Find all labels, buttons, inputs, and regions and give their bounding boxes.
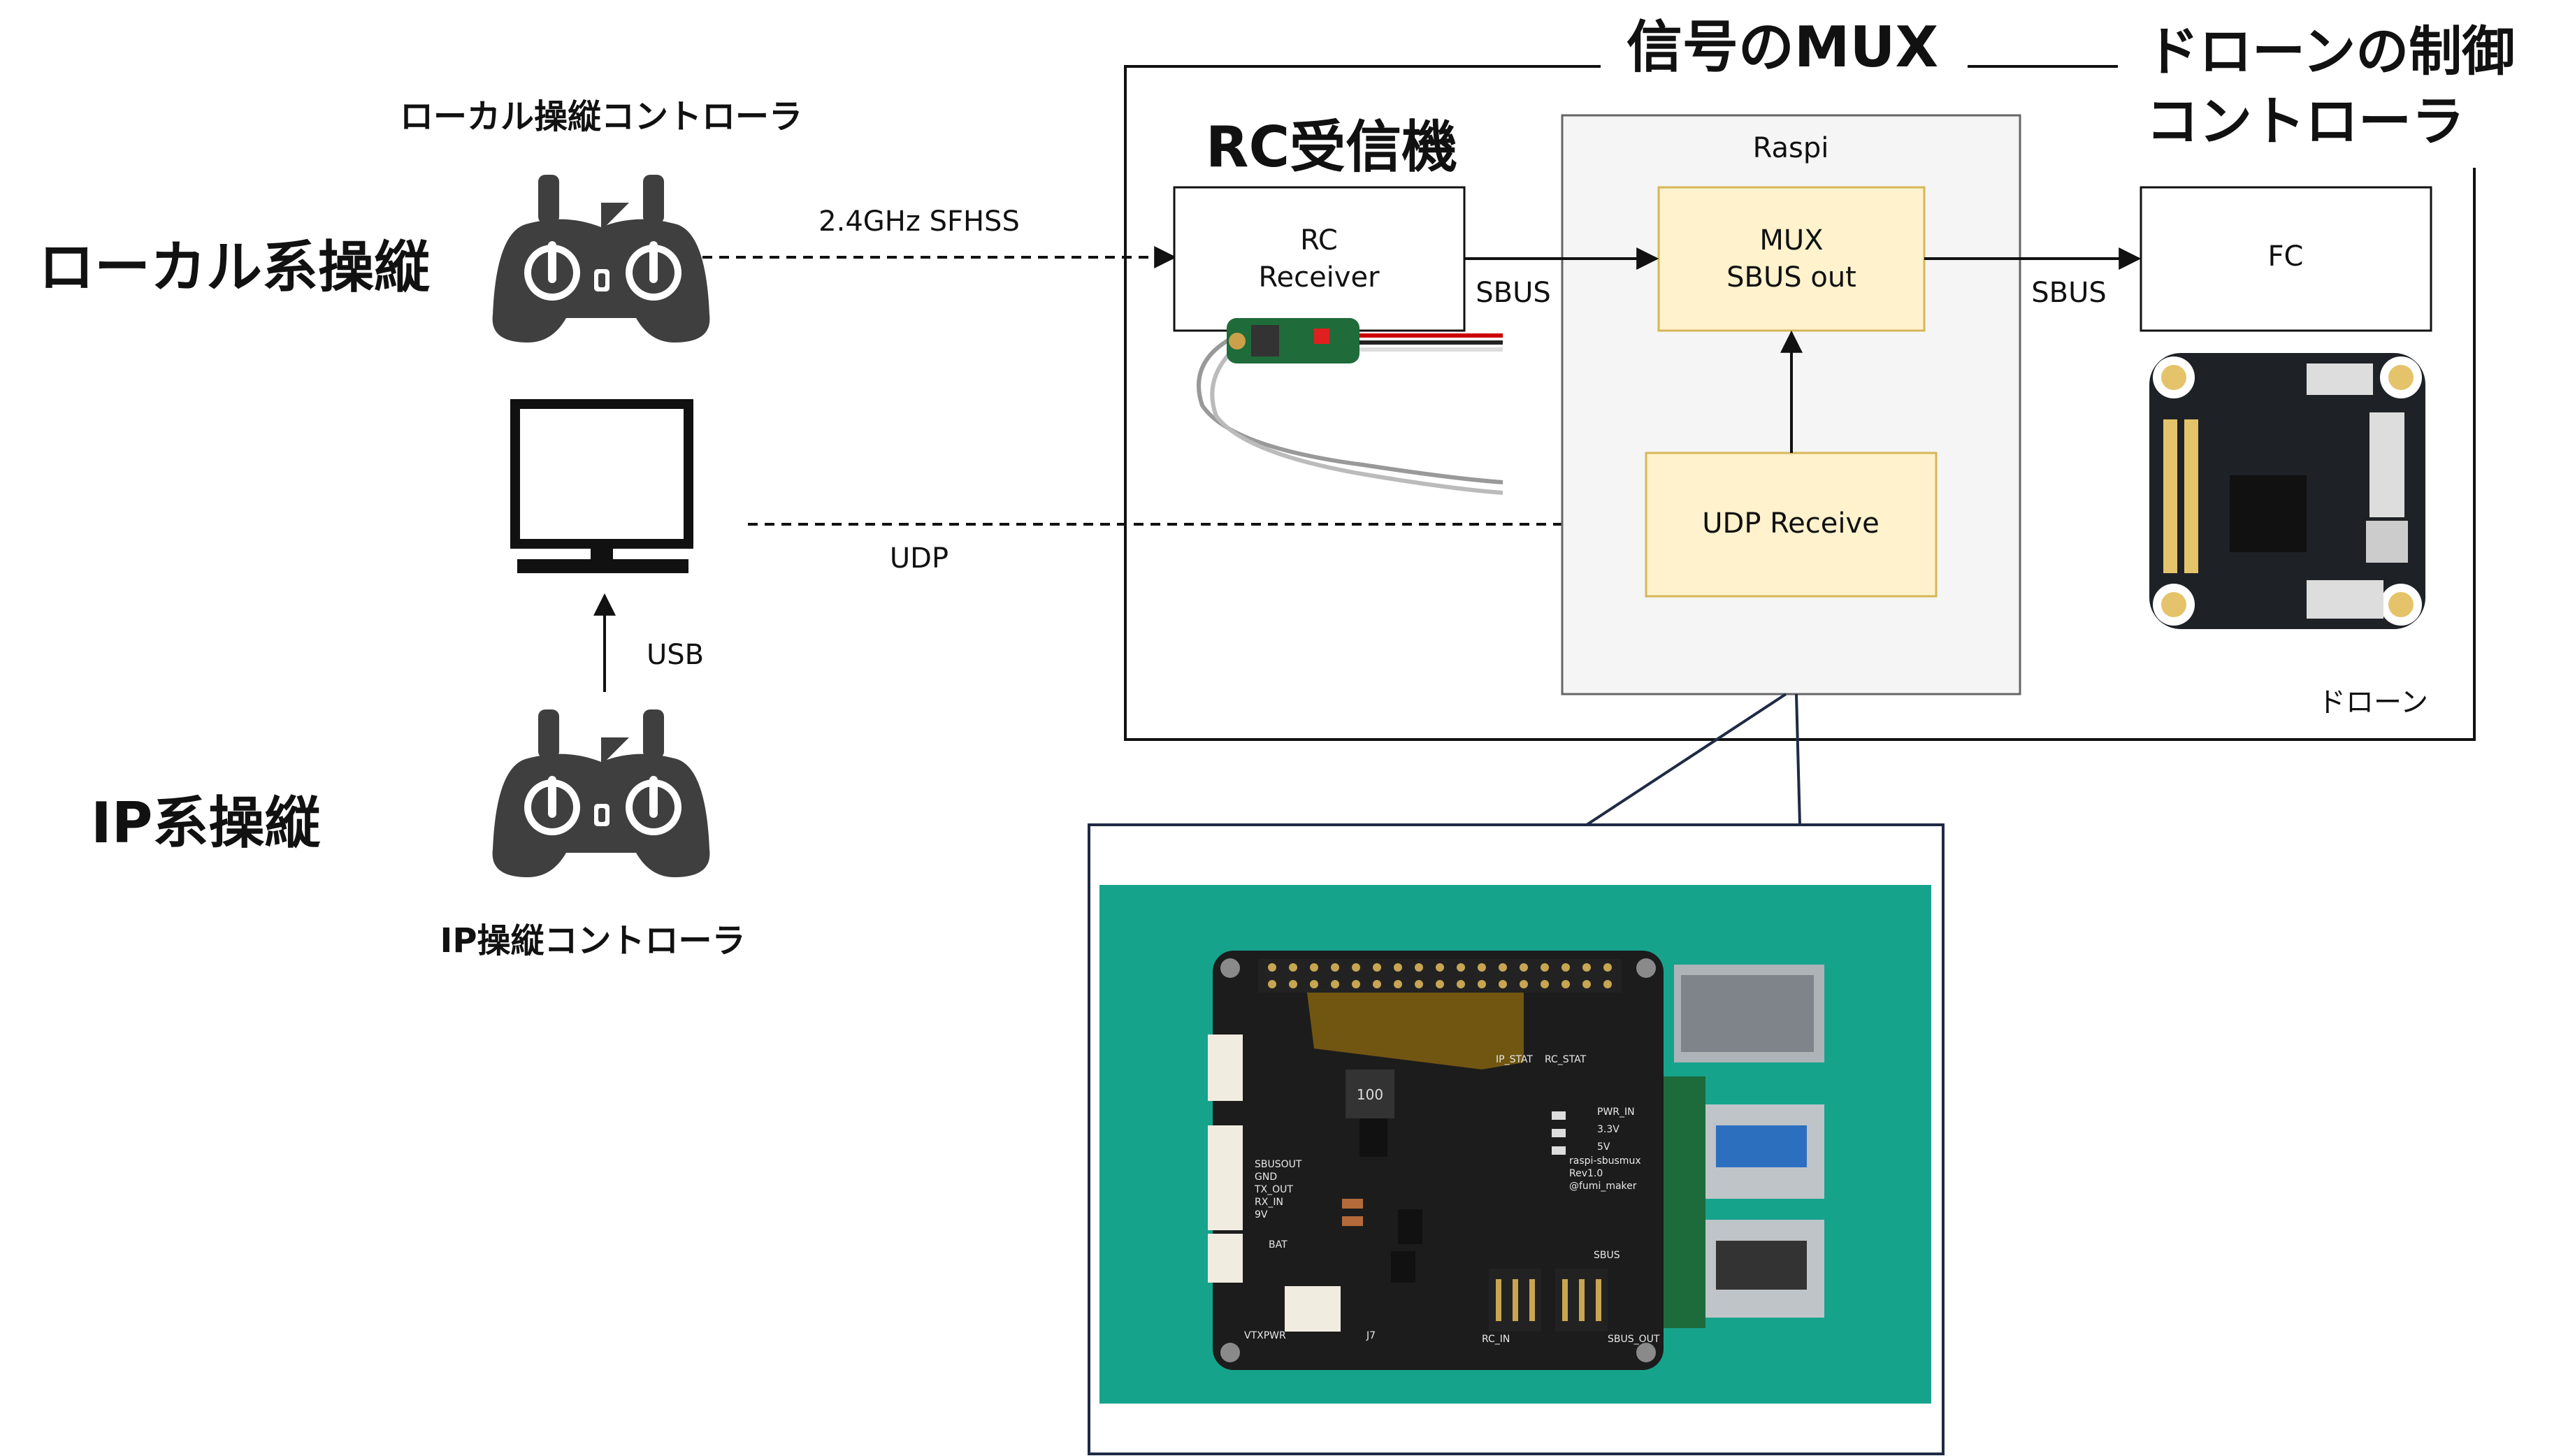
rc-receiver-label-line2: Receiver (1258, 261, 1380, 294)
mux-label-line1: MUX (1759, 224, 1823, 257)
gamepad-icon (492, 709, 710, 877)
silk-rx-in: RX_IN (1255, 1197, 1283, 1208)
sbus-label-2: SBUS (2031, 277, 2107, 309)
silk-rc-in: RC_IN (1482, 1334, 1510, 1345)
rc-receiver-box (1173, 186, 1466, 332)
silk-sbusout: SBUSOUT (1255, 1159, 1302, 1170)
callout-lines (1585, 693, 1801, 826)
udp-link-label: UDP (890, 542, 948, 575)
flight-controller-photo (2149, 353, 2425, 629)
silk-j7: J7 (1366, 1330, 1376, 1341)
rc-receiver-photo (1197, 318, 1503, 495)
mux-label-line2: SBUS out (1726, 261, 1856, 294)
fc-heading-line1: ドローンの制御 (2146, 20, 2515, 82)
monitor-icon (510, 399, 693, 573)
fc-heading-line2: コントローラ (2146, 90, 2465, 152)
silk-sbus: SBUS (1594, 1250, 1620, 1261)
raspi-sbusmux-photo: 100 IP_STAT RC_STAT PWR_IN 3.3V 5V raspi… (1099, 885, 1931, 1404)
silk-5v: 5V (1597, 1141, 1610, 1153)
sbus-label-1: SBUS (1476, 277, 1551, 309)
udp-receive-box (1645, 452, 1938, 598)
silk-9v: 9V (1255, 1209, 1268, 1220)
raspi-label: Raspi (1753, 132, 1829, 164)
radio-link-label: 2.4GHz SFHSS (818, 206, 1020, 238)
local-system-label: ローカル系操縦 (38, 235, 430, 300)
mux-heading: 信号のMUX (1626, 15, 1938, 80)
ip-controller-title: IP操縦コントローラ (440, 921, 745, 960)
silk-board-author: @fumi_maker (1569, 1181, 1637, 1192)
udp-receive-label: UDP Receive (1702, 507, 1880, 540)
local-controller-title: ローカル操縦コントローラ (400, 97, 802, 136)
silk-board-rev: Rev1.0 (1569, 1168, 1603, 1179)
ip-system-label: IP系操縦 (91, 791, 320, 856)
silk-ip-stat: IP_STAT (1496, 1054, 1533, 1065)
silk-tx-out: TX_OUT (1254, 1184, 1293, 1195)
silk-rc-stat: RC_STAT (1545, 1054, 1587, 1065)
silk-3v3: 3.3V (1597, 1124, 1620, 1135)
silk-bat: BAT (1269, 1239, 1287, 1250)
silk-board-name: raspi-sbusmux (1569, 1155, 1641, 1167)
inductor-marking: 100 (1357, 1086, 1383, 1103)
usb-label: USB (647, 639, 704, 671)
silk-pwr-in: PWR_IN (1597, 1107, 1635, 1118)
fc-label: FC (2268, 240, 2304, 273)
fc-box (2140, 186, 2432, 332)
silk-vtxpwr: VTXPWR (1244, 1330, 1286, 1341)
silk-gnd: GND (1255, 1172, 1277, 1183)
rc-receiver-heading: RC受信機 (1206, 115, 1457, 180)
silk-sbus-out: SBUS_OUT (1608, 1334, 1660, 1345)
gamepad-icon (492, 175, 710, 343)
drone-label: ドローン (2318, 686, 2428, 719)
mux-box (1657, 186, 1926, 332)
rc-receiver-label-line1: RC (1300, 224, 1338, 257)
drone-frame (1124, 65, 2476, 741)
